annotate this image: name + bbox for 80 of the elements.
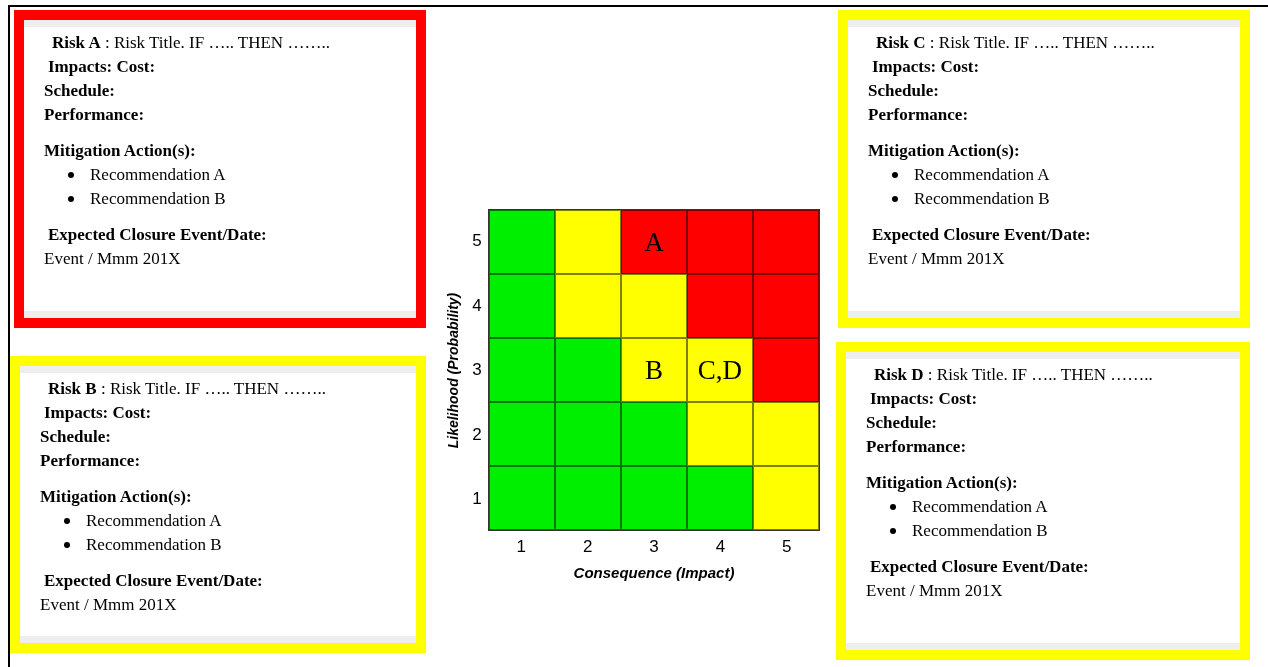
- impacts-label: Impacts: Cost:: [47, 56, 157, 78]
- matrix-cell: [489, 402, 555, 466]
- mitigation-heading: Mitigation Action(s):: [866, 472, 1019, 494]
- schedule-label: Schedule:: [40, 426, 112, 448]
- matrix-cell: [621, 274, 687, 338]
- risk-card: [10, 356, 426, 653]
- closure-heading: Expected Closure Event/Date:: [871, 224, 1092, 246]
- risk-card: [836, 342, 1250, 660]
- matrix-cell: [489, 338, 555, 402]
- closure-heading: Expected Closure Event/Date:: [869, 556, 1090, 578]
- schedule-label: Schedule:: [44, 80, 116, 102]
- recommendation-item: Recommendation A: [914, 164, 1050, 186]
- axis-tick-label: 5: [782, 536, 792, 558]
- matrix-cell: [489, 466, 555, 530]
- risk-title: Risk C : Risk Title. IF ….. THEN ……..: [875, 32, 1156, 54]
- risk-title: Risk D : Risk Title. IF ….. THEN ……..: [873, 364, 1154, 386]
- impacts-label: Impacts: Cost:: [869, 388, 979, 410]
- risk-marker: A: [644, 228, 664, 256]
- matrix-cell: [753, 466, 819, 530]
- closure-heading: Expected Closure Event/Date:: [47, 224, 268, 246]
- schedule-label: Schedule:: [868, 80, 940, 102]
- matrix-cell: [489, 210, 555, 274]
- matrix-cell: [489, 274, 555, 338]
- impacts-label: Impacts: Cost:: [43, 402, 153, 424]
- schedule-label: Schedule:: [866, 412, 938, 434]
- matrix-cell: [555, 210, 621, 274]
- matrix-cell: [687, 466, 753, 530]
- matrix-cell: [555, 274, 621, 338]
- matrix-cell: [753, 402, 819, 466]
- risk-title: Risk B : Risk Title. IF ….. THEN ……..: [47, 378, 327, 400]
- axis-tick-label: 1: [472, 488, 482, 511]
- closure-date: Event / Mmm 201X: [44, 248, 182, 270]
- performance-label: Performance:: [40, 450, 142, 472]
- axis-tick-label: 4: [472, 294, 482, 317]
- matrix-cell: [621, 402, 687, 466]
- mitigation-heading: Mitigation Action(s):: [44, 140, 197, 162]
- risk-title: Risk A : Risk Title. IF ….. THEN ……..: [51, 32, 331, 54]
- recommendation-item: Recommendation A: [912, 496, 1048, 518]
- matrix-cell: [753, 274, 819, 338]
- matrix-cell: [687, 338, 753, 402]
- matrix-cell: [555, 338, 621, 402]
- axis-tick-label: 3: [649, 536, 659, 558]
- closure-date: Event / Mmm 201X: [866, 580, 1004, 602]
- risk-marker: B: [645, 356, 663, 384]
- matrix-cell: [555, 402, 621, 466]
- risk-card: [838, 10, 1250, 328]
- matrix-cell: [687, 402, 753, 466]
- mitigation-heading: Mitigation Action(s):: [868, 140, 1021, 162]
- matrix-cell: [687, 210, 753, 274]
- mitigation-heading: Mitigation Action(s):: [40, 486, 193, 508]
- axis-title: Consequence (Impact): [573, 563, 735, 583]
- recommendation-item: Recommendation B: [90, 188, 226, 210]
- closure-date: Event / Mmm 201X: [40, 594, 178, 616]
- recommendation-item: Recommendation B: [86, 534, 222, 556]
- closure-heading: Expected Closure Event/Date:: [43, 570, 264, 592]
- recommendation-item: Recommendation A: [90, 164, 226, 186]
- recommendation-item: Recommendation B: [914, 188, 1050, 210]
- performance-label: Performance:: [868, 104, 970, 126]
- axis-tick-label: 4: [715, 536, 726, 558]
- matrix-cell: [621, 466, 687, 530]
- recommendation-item: Recommendation A: [86, 510, 222, 532]
- axis-tick-label: 3: [472, 359, 482, 382]
- axis-title: Likelihood (Probability): [444, 292, 463, 448]
- risk-card: [14, 10, 426, 328]
- matrix-cell: [555, 466, 621, 530]
- axis-tick-label: 1: [516, 536, 526, 558]
- matrix-cell: [621, 210, 687, 274]
- axis-tick-label: 2: [472, 423, 482, 446]
- recommendation-item: Recommendation B: [912, 520, 1048, 542]
- impacts-label: Impacts: Cost:: [871, 56, 981, 78]
- matrix-cell: [753, 210, 819, 274]
- performance-label: Performance:: [44, 104, 146, 126]
- axis-tick-label: 2: [582, 536, 593, 558]
- risk-marker: C,D: [697, 356, 743, 384]
- axis-tick-label: 5: [472, 230, 482, 253]
- matrix-cell: [753, 338, 819, 402]
- closure-date: Event / Mmm 201X: [868, 248, 1006, 270]
- performance-label: Performance:: [866, 436, 968, 458]
- matrix-cell: [621, 338, 687, 402]
- matrix-cell: [687, 274, 753, 338]
